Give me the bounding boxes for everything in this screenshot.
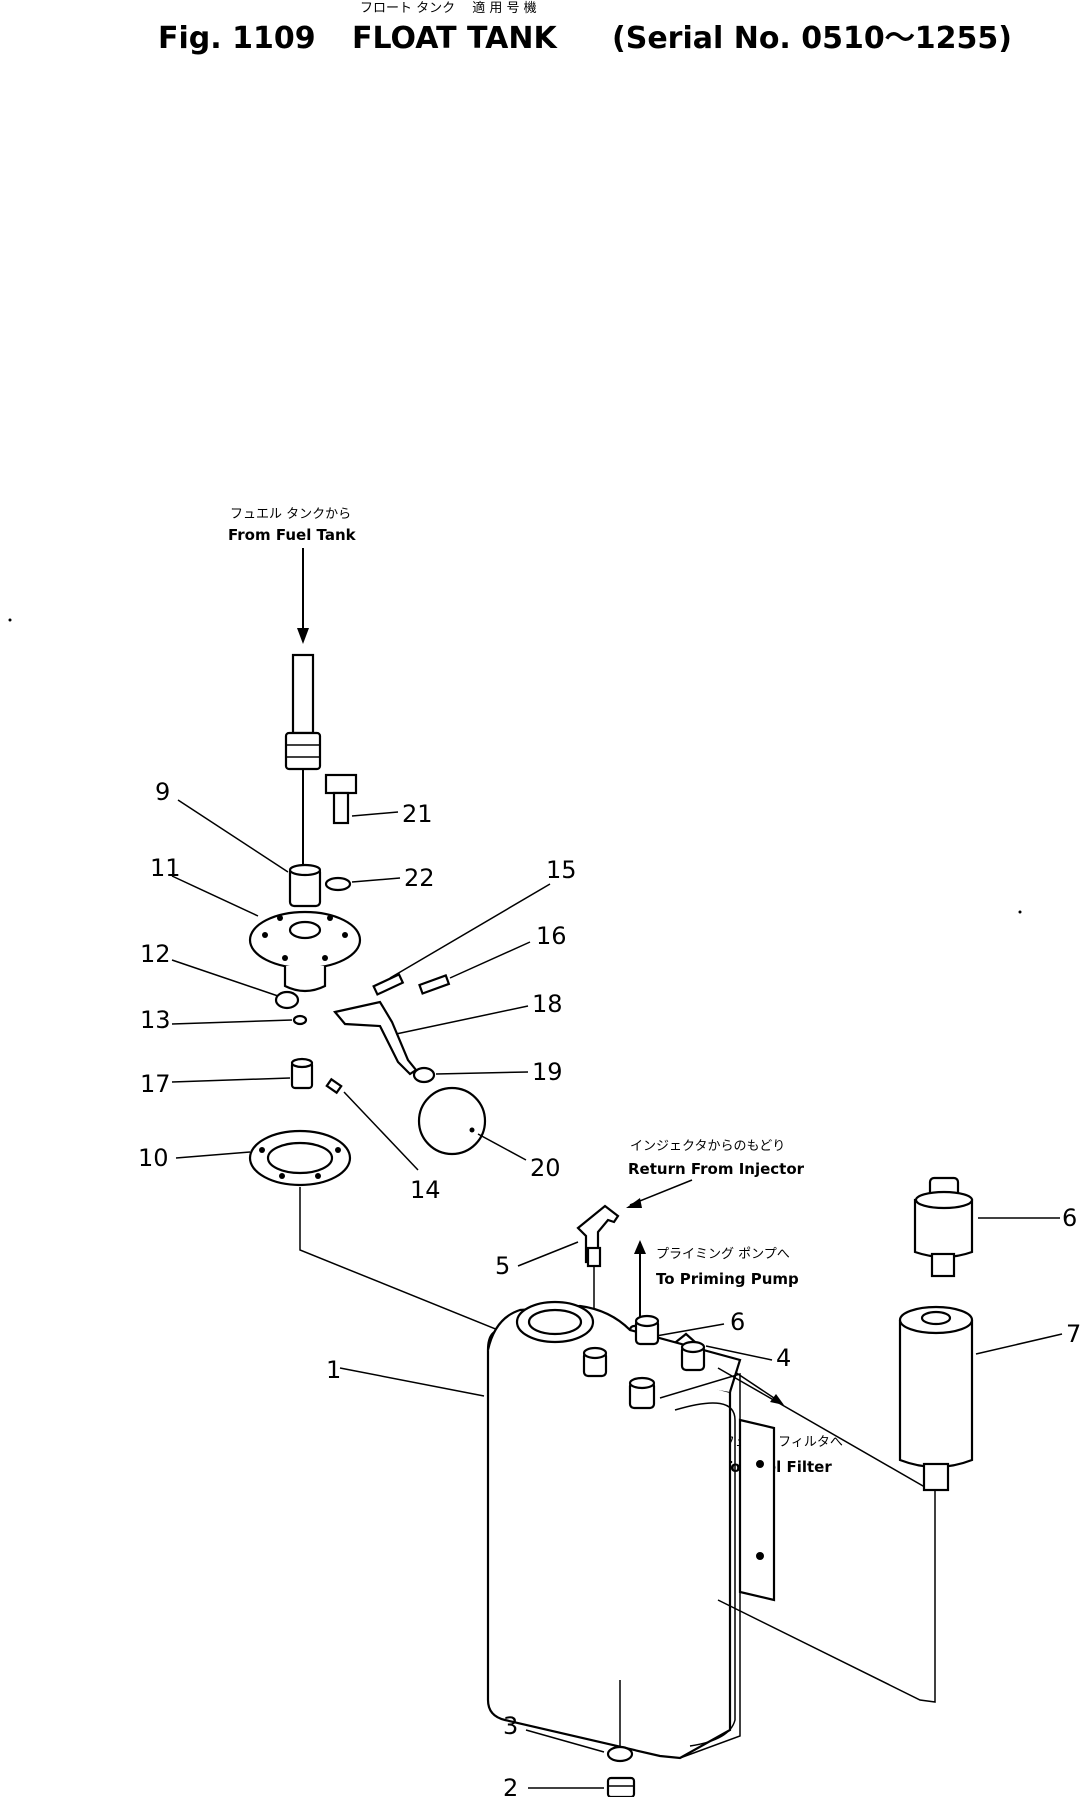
callout-10: 10 <box>138 1144 169 1172</box>
part-11-cover-boss <box>283 966 327 993</box>
callout-9: 9 <box>155 778 170 806</box>
part-7-filter-body <box>898 1320 974 1469</box>
part-19-nut <box>412 1066 436 1084</box>
from-fuel-tank-jp: フュエル タンクから <box>230 507 351 522</box>
callout-22: 22 <box>404 864 435 892</box>
callout-6: 6 <box>1062 1204 1077 1232</box>
callout-16: 16 <box>536 922 567 950</box>
return-injector-jp: インジェクタからのもどり <box>630 1139 785 1154</box>
part-11-cover-flange <box>248 910 362 970</box>
part-7-filter-nozzle <box>922 1462 950 1492</box>
callout-21: 21 <box>402 800 433 828</box>
title-japanese: フロート タンク 適 用 号 機 <box>360 0 537 16</box>
callout-17: 17 <box>140 1070 171 1098</box>
callout-15: 15 <box>546 856 577 884</box>
callout-8: 6 <box>730 1308 745 1336</box>
callout-19: 19 <box>532 1058 563 1086</box>
tank-side-panel <box>674 1402 736 1747</box>
part-21-bolt-shank <box>332 791 350 825</box>
callout-5: 5 <box>495 1252 510 1280</box>
part-2-drain-plug <box>606 1776 636 1797</box>
callout-14: 14 <box>410 1176 441 1204</box>
fuel-filter-en: To Fuel Filter <box>722 1458 832 1476</box>
callout-1: 1 <box>326 1356 341 1384</box>
part-1-float-tank <box>486 1328 732 1760</box>
callout-18: 18 <box>532 990 563 1018</box>
callout-4: 4 <box>776 1344 791 1372</box>
callout-2: 2 <box>503 1774 518 1797</box>
part-18-float-arm <box>332 1000 418 1076</box>
callout-12: 12 <box>140 940 171 968</box>
part-21-bolt-head <box>324 773 358 795</box>
serial-range: (Serial No. 0510～1255) <box>612 21 1012 56</box>
from-fuel-tank-en: From Fuel Tank <box>228 526 357 544</box>
fuel-inflow-arrowhead <box>297 628 309 644</box>
part-15-pin <box>372 972 405 996</box>
part-16-spring <box>418 974 451 995</box>
inlet-pipe <box>291 653 315 735</box>
callout-7: 7 <box>1066 1320 1081 1348</box>
part-20-float-ball <box>417 1086 487 1156</box>
figure-number: Fig. 1109 <box>158 21 316 56</box>
priming-pump-jp: プライミング ポンプへ <box>656 1247 790 1262</box>
callout-20: 20 <box>530 1154 561 1182</box>
callout-3: 3 <box>503 1712 518 1740</box>
tank-mount-bracket <box>738 1418 776 1602</box>
part-22-washer <box>324 876 352 892</box>
part-3-o-ring <box>606 1745 634 1763</box>
inlet-nut <box>284 731 322 771</box>
figure-title: FLOAT TANK <box>352 21 558 56</box>
priming-pump-en: To Priming Pump <box>656 1270 799 1288</box>
callout-13: 13 <box>140 1006 171 1034</box>
part-12-nut <box>274 990 300 1010</box>
part-14-pin <box>325 1077 343 1095</box>
return-injector-en: Return From Injector <box>628 1160 805 1178</box>
part-13-washer <box>292 1014 308 1026</box>
gasket-to-tank-line <box>299 1187 561 1356</box>
